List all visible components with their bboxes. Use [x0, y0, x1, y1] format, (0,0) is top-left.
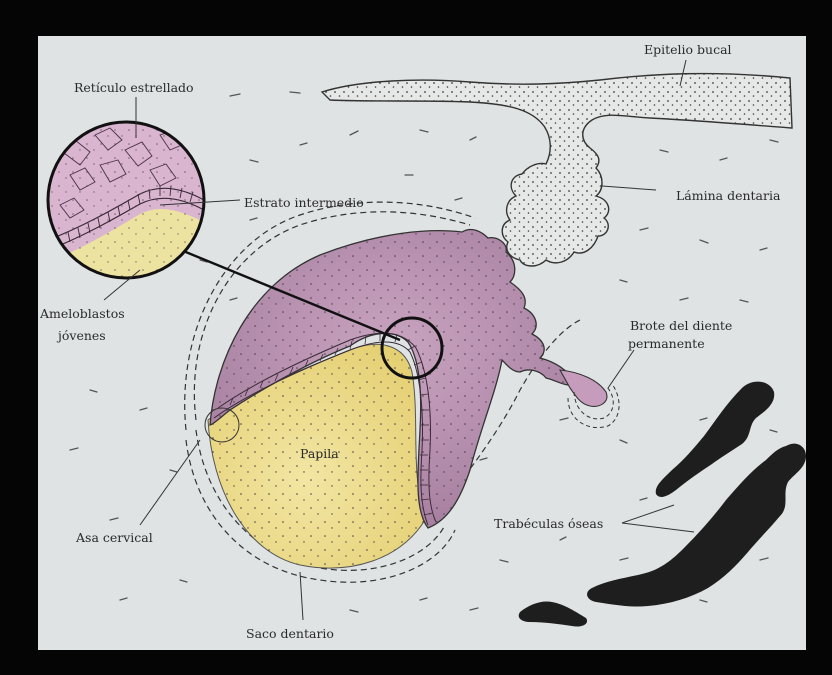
label-ameloblastos: Ameloblastos — [39, 306, 125, 321]
label-ameloblastos-jovenes: jóvenes — [56, 328, 106, 343]
label-lamina-dentaria: Lámina dentaria — [676, 188, 781, 203]
label-reticulo-estrellado: Retículo estrellado — [74, 80, 194, 95]
label-brote-permanente: permanente — [628, 336, 705, 351]
label-papila: Papila — [300, 446, 339, 461]
label-brote-diente: Brote del diente — [630, 318, 732, 333]
label-saco-dentario: Saco dentario — [246, 626, 334, 641]
label-estrato-intermedio: Estrato intermedio — [244, 195, 364, 210]
label-trabeculas: Trabéculas óseas — [494, 516, 603, 531]
label-asa-cervical: Asa cervical — [75, 530, 153, 545]
label-epitelio-bucal: Epitelio bucal — [644, 42, 732, 57]
